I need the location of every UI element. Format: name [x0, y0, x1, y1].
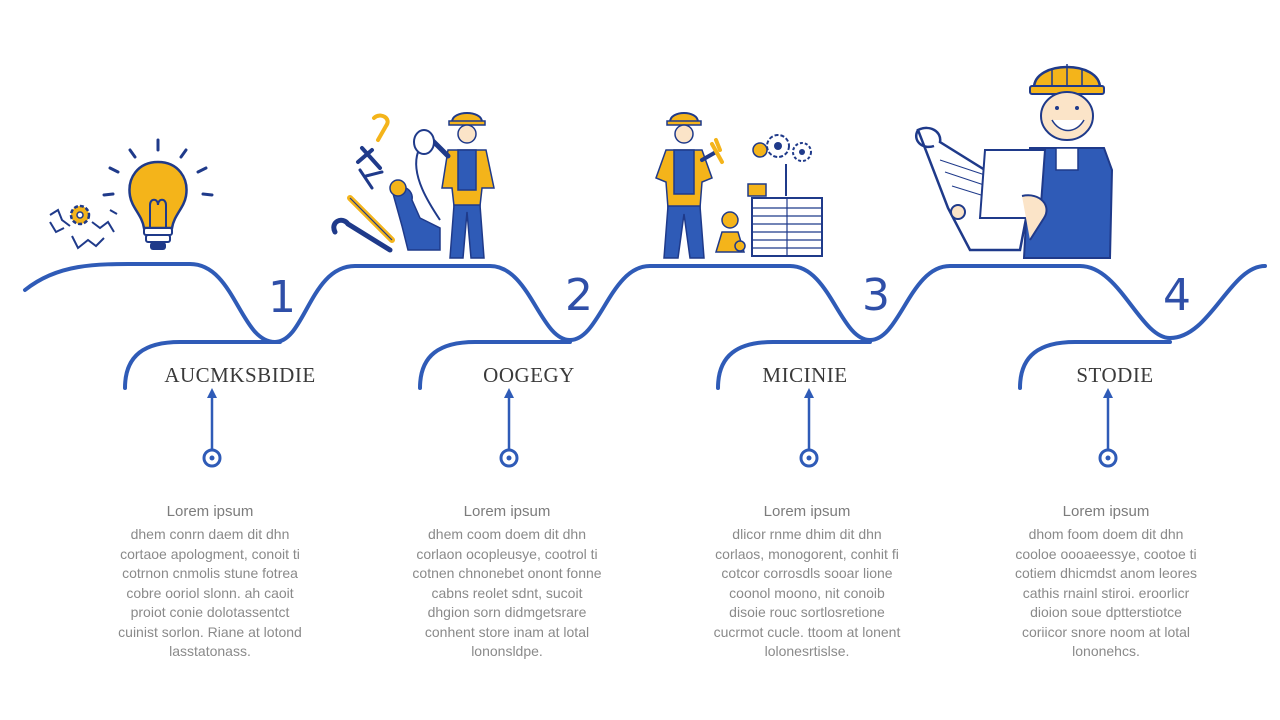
step-3-connector — [799, 388, 819, 468]
worker-tools-icon — [331, 112, 495, 259]
step-3-title: MICINIE — [762, 363, 848, 387]
lightbulb-gear-icon — [49, 138, 214, 250]
step-2-description: Lorem ipsum dhem coom doem dit dhn corla… — [387, 503, 627, 662]
step-2-title: OOGEGY — [483, 363, 575, 387]
timeline-wave-upper — [23, 261, 1267, 345]
step-1-number: 1 — [268, 272, 296, 323]
step-1-desc-heading: Lorem ipsum — [166, 503, 254, 520]
step-4-number: 4 — [1163, 270, 1191, 321]
step-1-description: Lorem ipsum dhem conrn daem dit dhn cort… — [90, 503, 330, 662]
step-4-desc-heading: Lorem ipsum — [1062, 503, 1150, 520]
step-4-connector — [1098, 388, 1118, 468]
timeline-wave-lower — [123, 340, 1172, 390]
step-4-desc-body: dhom foom doem dit dhn cooloe oooaeessye… — [1014, 526, 1198, 659]
step-1-connector — [202, 388, 222, 468]
step-1-desc-body: dhem conrn daem dit dhn cortaoe apologme… — [118, 526, 302, 659]
step-3-number: 3 — [862, 270, 890, 321]
worker-gears-icon — [655, 112, 823, 259]
step-3-description: Lorem ipsum dlicor rnme dhim dit dhn cor… — [687, 503, 927, 662]
step-4-title: STODIE — [1076, 363, 1154, 387]
step-2-number: 2 — [565, 270, 593, 321]
step-4-description: Lorem ipsum dhom foom doem dit dhn coolo… — [986, 503, 1226, 662]
worker-blueprint-icon — [915, 64, 1114, 259]
step-1-title: AUCMKSBIDIE — [164, 363, 316, 387]
step-3-desc-heading: Lorem ipsum — [763, 503, 851, 520]
step-2-connector — [499, 388, 519, 468]
step-2-desc-heading: Lorem ipsum — [463, 503, 551, 520]
step-2-desc-body: dhem coom doem dit dhn corlaon ocopleusy… — [412, 526, 602, 659]
step-3-desc-body: dlicor rnme dhim dit dhn corlaos, monogo… — [713, 526, 901, 659]
